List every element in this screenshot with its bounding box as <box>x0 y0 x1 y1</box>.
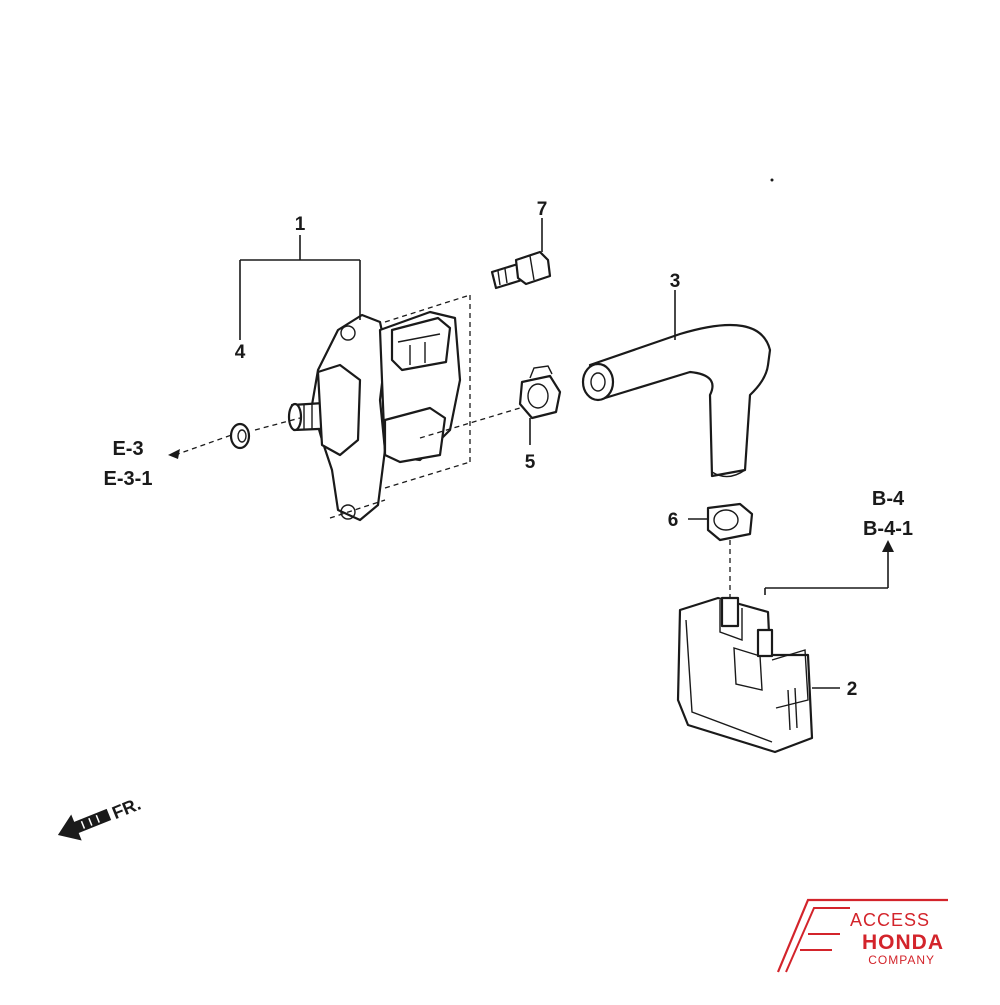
callout-4: 4 <box>235 342 246 363</box>
hose-part <box>581 323 772 478</box>
callout-1-bracket <box>239 235 361 340</box>
leader-lines <box>168 218 894 689</box>
washer-part <box>229 422 251 450</box>
clamp-part <box>518 365 562 420</box>
small-clamp-part <box>706 502 754 542</box>
reference-label-e3[interactable]: E-3 <box>112 438 143 460</box>
callout-1: 1 <box>295 214 306 235</box>
callout-7: 7 <box>537 199 548 220</box>
reference-label-e3-1[interactable]: E-3-1 <box>104 468 153 490</box>
valve-assembly-part <box>287 310 462 522</box>
front-label: FR. <box>109 794 143 823</box>
callout-6: 6 <box>668 510 679 531</box>
reference-label-b4[interactable]: B-4 <box>872 488 905 510</box>
access-honda-logo: ACCESS HONDA COMPANY <box>776 898 948 973</box>
callout-2: 2 <box>847 679 858 700</box>
front-direction-arrow-icon: FR. <box>57 794 144 841</box>
assembly-lines <box>174 294 731 600</box>
callout-5: 5 <box>525 452 536 473</box>
canister-part <box>676 596 814 754</box>
logo-line-1: ACCESS <box>850 910 930 930</box>
callout-3: 3 <box>670 271 681 292</box>
reference-label-b4-1[interactable]: B-4-1 <box>863 518 913 540</box>
logo-line-2: HONDA <box>862 931 944 954</box>
bolt-part <box>490 250 552 290</box>
logo-line-3: COMPANY <box>868 953 935 967</box>
stray-dot <box>770 178 774 182</box>
